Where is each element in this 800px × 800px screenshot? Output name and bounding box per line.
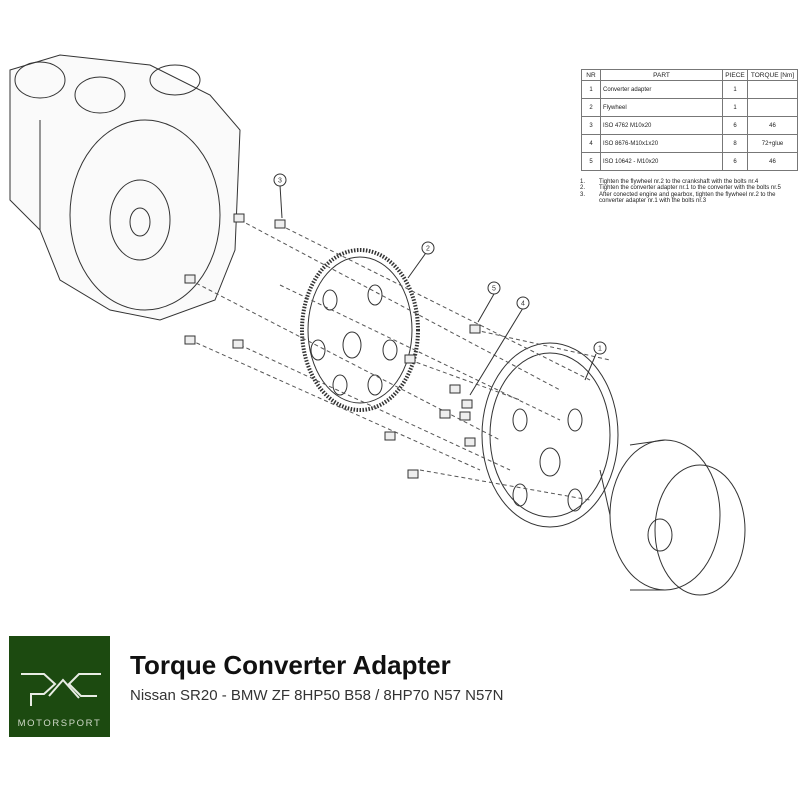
exploded-assembly-drawing: 3 2 1 4 5 <box>9 54 746 596</box>
cell-piece: 1 <box>722 98 748 117</box>
engine-block <box>9 54 241 321</box>
table-row: 5 ISO 10642 - M10x20 6 46 <box>581 152 798 171</box>
cell-part: Flywheel <box>600 98 723 117</box>
parts-table: NR PART PIECE TORQUE [Nm] 1 Converter ad… <box>581 69 798 171</box>
note-text: Tighten the converter adapter nr.1 to th… <box>599 185 781 192</box>
note-number: 3. <box>580 191 586 198</box>
table-row: 3 ISO 4762 M10x20 6 46 <box>581 116 798 135</box>
callout-4 <box>516 296 530 310</box>
torque-converter <box>599 439 746 596</box>
cell-nr: 1 <box>581 80 601 99</box>
cell-part: ISO 10642 - M10x20 <box>600 152 723 171</box>
cell-nr: 4 <box>581 134 601 153</box>
cell-torque: 72+glue <box>747 134 798 153</box>
cell-part: Converter adapter <box>600 80 723 99</box>
bolts <box>189 219 611 501</box>
product-subtitle: Nissan SR20 - BMW ZF 8HP50 B58 / 8HP70 N… <box>130 687 504 704</box>
note-number: 2. <box>580 185 586 192</box>
cell-torque: 46 <box>747 116 798 135</box>
note-text: Tighten the flywheel nr.2 to the cranksh… <box>599 179 759 185</box>
header-piece: PIECE <box>722 69 748 81</box>
cell-piece: 8 <box>722 134 748 153</box>
assembly-notes: 1. Tighten the flywheel nr.2 to the crank… <box>580 179 795 204</box>
cell-nr: 5 <box>581 152 601 171</box>
cell-piece: 6 <box>722 116 748 135</box>
cell-piece: 6 <box>722 152 748 171</box>
cell-part: ISO 8676-M10x1x20 <box>600 134 723 153</box>
callout-2 <box>421 241 435 255</box>
logo-mark-icon <box>21 673 101 706</box>
table-row: 4 ISO 8676-M10x1x20 8 72+glue <box>581 134 798 153</box>
table-header-row: NR PART PIECE TORQUE [Nm] <box>581 69 798 81</box>
header-torque: TORQUE [Nm] <box>747 69 798 81</box>
cell-torque: 46 <box>747 152 798 171</box>
note-number: 1. <box>580 179 586 185</box>
note-item: 2. Tighten the converter adapter nr.1 to … <box>580 185 795 191</box>
table-row: 2 Flywheel 1 <box>581 98 798 117</box>
callout-lines <box>279 184 597 396</box>
product-title: Torque Converter Adapter <box>130 650 451 680</box>
pmc-motorsport-logo: MOTORSPORT <box>9 636 110 737</box>
note-text: After conected engine and gearbox, tight… <box>599 191 776 204</box>
header-part: PART <box>600 69 723 81</box>
callout-label: 2 <box>426 246 430 253</box>
cell-nr: 2 <box>581 98 601 117</box>
note-item: 1. Tighten the flywheel nr.2 to the crank… <box>580 179 795 185</box>
converter-adapter <box>481 342 619 528</box>
callout-3 <box>273 173 287 187</box>
callout-1 <box>593 341 607 355</box>
header-nr: NR <box>581 69 601 81</box>
table-row: 1 Converter adapter 1 <box>581 80 798 99</box>
callout-label: 5 <box>492 286 496 293</box>
cell-part: ISO 4762 M10x20 <box>600 116 723 135</box>
callout-label: 1 <box>598 346 602 353</box>
callout-label: 4 <box>521 301 525 308</box>
callout-5 <box>487 281 501 295</box>
cell-piece: 1 <box>722 80 748 99</box>
cell-torque <box>747 98 798 117</box>
note-item: 3. After conected engine and gearbox, tig… <box>580 192 795 205</box>
cell-torque <box>747 80 798 99</box>
flywheel <box>300 248 420 412</box>
logo-text: MOTORSPORT <box>17 718 102 729</box>
callout-label: 3 <box>278 178 282 185</box>
cell-nr: 3 <box>581 116 601 135</box>
